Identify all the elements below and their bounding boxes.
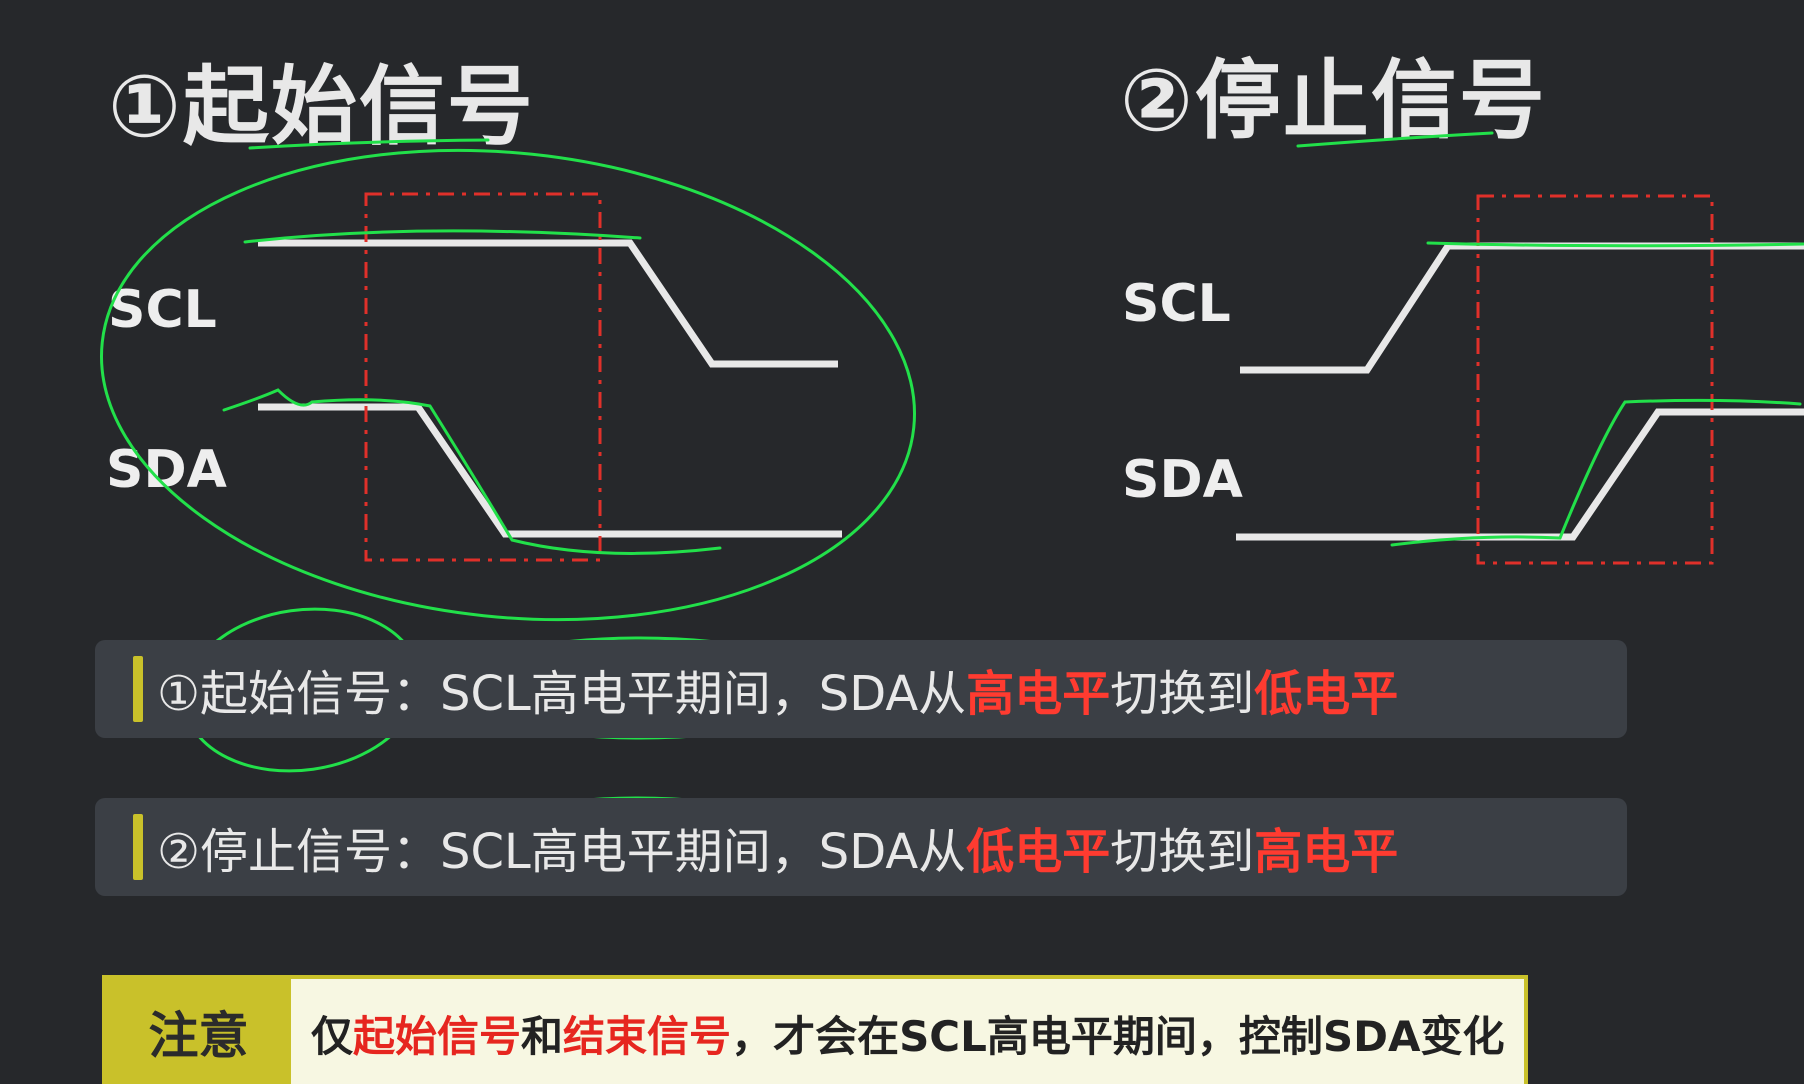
stop-scl-waveform [1240,242,1804,374]
stop-sda-label: SDA [1122,450,1243,510]
note-text: 仅起始信号和结束信号，才会在SCL高电平期间，控制SDA变化 [311,1003,1505,1064]
note-start-signal: 起始信号 [353,1012,522,1061]
start-desc-to-level: 低电平 [1254,666,1399,722]
start-desc-prefix: ①起始信号：SCL高电平期间，SDA从 [157,666,967,722]
note-end-signal: 结束信号 [563,1012,732,1061]
start-sda-waveform [258,403,842,538]
start-title-underline [248,138,490,150]
green-annotations [100,131,1804,1084]
stop-scl-label: SCL [1122,274,1231,334]
start-scl-waveform [258,239,838,368]
stop-sda-waveform [1236,408,1804,541]
description-accent-bar [133,656,143,722]
start-desc-mid: 切换到 [1110,666,1255,722]
start-highlight-box [364,192,602,562]
stop-highlight-box [1476,194,1714,565]
start-signal-circle [100,148,916,622]
start-sda-trace [222,388,722,555]
start-scl-label: SCL [108,280,217,340]
start-desc-from-level: 高电平 [966,666,1111,722]
stop-title-underline [1296,131,1494,148]
stop-scl-trace [1426,241,1804,248]
stop-desc-from-level: 低电平 [966,824,1111,880]
stop-desc-to-level: 高电平 [1254,824,1399,880]
description-accent-bar [133,814,143,880]
start-signal-description: ①起始信号：SCL高电平期间，SDA从高电平切换到低电平 [95,640,1627,738]
note-tag: 注意 [106,979,291,1084]
stop-sda-trace [1390,398,1802,547]
start-scl-trace [243,229,642,244]
note-rest: ，才会在SCL高电平期间，控制SDA变化 [731,1012,1505,1061]
stop-desc-mid: 切换到 [1110,824,1255,880]
note-box: 注意 仅起始信号和结束信号，才会在SCL高电平期间，控制SDA变化 [102,975,1528,1084]
note-pre: 仅 [311,1012,354,1061]
stop-desc-prefix: ②停止信号：SCL高电平期间，SDA从 [157,824,967,880]
note-and: 和 [521,1012,564,1061]
start-sda-label: SDA [106,440,227,500]
stop-signal-description: ②停止信号：SCL高电平期间，SDA从低电平切换到高电平 [95,798,1627,896]
